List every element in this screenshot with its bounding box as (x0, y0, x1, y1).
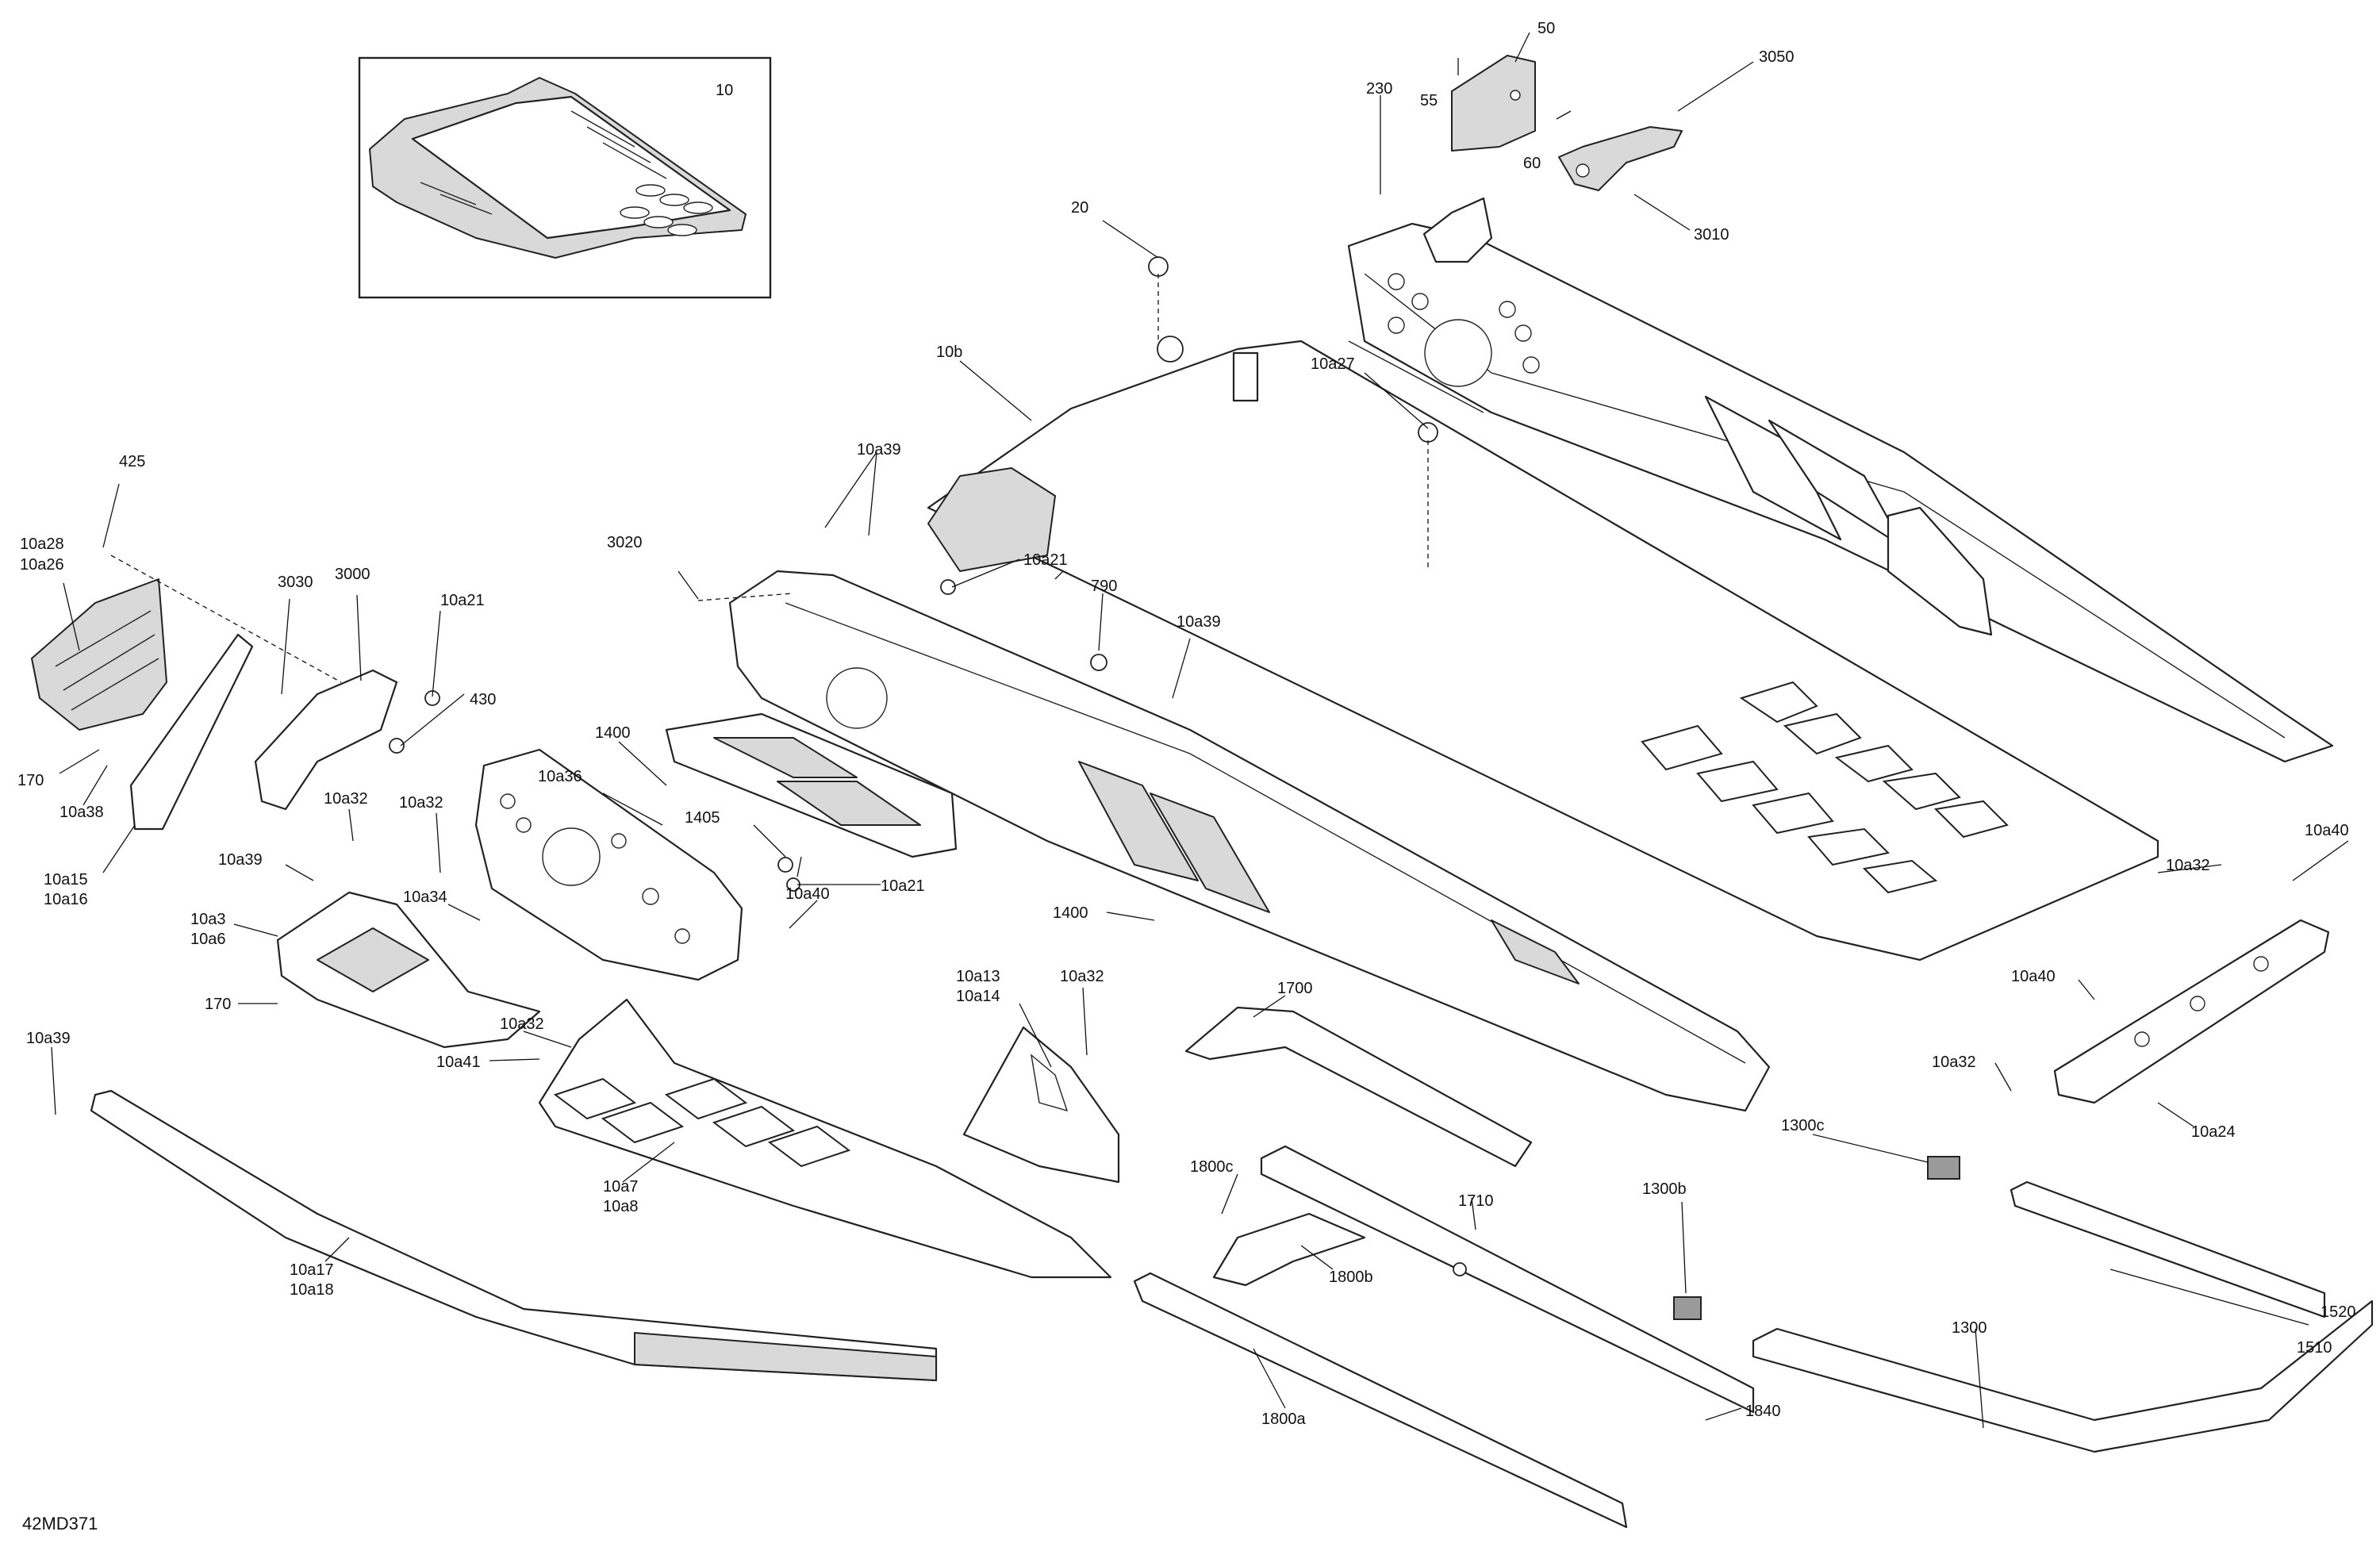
callout-10a24: 10a24 (2191, 1123, 2236, 1141)
upper-mount-bracket (1422, 197, 1493, 263)
callout-1300b: 1300b (1642, 1180, 1687, 1198)
gusset-10a13 (962, 1026, 1120, 1184)
callout-10a40-mid: 10a40 (785, 885, 830, 903)
callout-10a32-e: 10a32 (2166, 857, 2210, 874)
callout-10a41: 10a41 (436, 1054, 481, 1071)
callout-10a21-left: 10a21 (440, 592, 485, 609)
callout-55: 55 (1420, 92, 1438, 109)
callout-10a32-d: 10a32 (500, 1015, 544, 1033)
inset-cutouts (620, 184, 713, 236)
rail-1800a (1133, 1272, 1628, 1529)
callout-10a28: 10a28 (20, 535, 64, 553)
callout-1840: 1840 (1745, 1403, 1781, 1420)
callout-1400-a: 1400 (595, 724, 631, 742)
callout-10a6: 10a6 (190, 931, 226, 948)
callout-3010: 3010 (1694, 226, 1729, 244)
callout-425: 425 (119, 453, 145, 470)
callout-1800c: 1800c (1190, 1158, 1234, 1176)
callout-230: 230 (1366, 80, 1392, 98)
callout-1400-b: 1400 (1053, 904, 1088, 922)
callout-10a38: 10a38 (60, 804, 104, 821)
callout-1300: 1300 (1952, 1319, 1987, 1337)
callout-10a15: 10a15 (44, 871, 88, 889)
callout-430: 430 (470, 691, 496, 708)
bracket-10a28 (31, 578, 167, 731)
tunnel-right-side-upper (1347, 222, 2334, 763)
callout-10a3: 10a3 (190, 911, 226, 928)
callout-10a32-c: 10a32 (1060, 968, 1104, 985)
tunnel-top-panel (927, 336, 2159, 961)
bracket-1800b (1212, 1212, 1366, 1287)
shield-50 (1451, 55, 1536, 152)
callout-10a32-b: 10a32 (399, 794, 443, 812)
slider-1300b (1673, 1296, 1702, 1320)
runner-10a17 (90, 1089, 938, 1382)
callout-1710: 1710 (1458, 1192, 1494, 1210)
callout-1800b: 1800b (1329, 1269, 1373, 1286)
callout-3050: 3050 (1759, 48, 1795, 66)
callout-170-left: 170 (17, 772, 44, 789)
callout-10a21-top: 10a21 (1023, 551, 1068, 569)
callout-10a13: 10a13 (956, 968, 1000, 985)
callout-10a34: 10a34 (403, 889, 447, 906)
callout-10a39-bottom: 10a39 (26, 1030, 71, 1047)
callout-10b: 10b (936, 344, 962, 361)
callout-10a17: 10a17 (290, 1261, 334, 1279)
callout-10a16: 10a16 (44, 891, 88, 908)
crossmember-panel (665, 712, 958, 858)
callout-50: 50 (1537, 20, 1555, 37)
callout-1300c: 1300c (1781, 1117, 1825, 1134)
callout-10a40-right: 10a40 (2305, 822, 2349, 839)
callout-10a36: 10a36 (538, 768, 582, 785)
inset-label: 10 (716, 82, 733, 99)
callout-20: 20 (1071, 199, 1088, 217)
callout-1700: 1700 (1277, 980, 1313, 997)
bracket-10a3 (276, 891, 541, 1049)
callout-10a26: 10a26 (20, 556, 64, 574)
callout-1510: 1510 (2297, 1339, 2332, 1357)
tunnel-top-cutouts (1641, 681, 2009, 894)
callout-10a39-top: 10a39 (857, 441, 901, 459)
bumper-10a24 (2053, 919, 2330, 1104)
bracket-3010 (1558, 126, 1683, 191)
callout-170-mid: 170 (205, 996, 231, 1013)
bracket-3000 (254, 669, 398, 811)
leader-lines (51, 32, 2349, 1429)
callout-10a39-left: 10a39 (218, 851, 263, 869)
callout-60: 60 (1523, 155, 1541, 172)
bracket-10a15 (129, 633, 254, 831)
callout-3030: 3030 (278, 574, 313, 591)
callout-1405: 1405 (685, 809, 720, 827)
callout-790: 790 (1091, 578, 1117, 595)
callout-1800a: 1800a (1261, 1411, 1306, 1428)
callout-10a32-a: 10a32 (324, 790, 368, 808)
callout-10a7: 10a7 (603, 1178, 639, 1196)
callout-10a14: 10a14 (956, 988, 1000, 1005)
callout-10a21-mid: 10a21 (881, 877, 925, 895)
callout-3000: 3000 (335, 566, 370, 583)
rail-1700 (1184, 1006, 1533, 1168)
rail-1800b (1260, 1145, 1755, 1414)
callout-10a39-mid: 10a39 (1177, 613, 1221, 631)
side-plate-10a36 (474, 748, 743, 981)
callout-10a40-r2: 10a40 (2011, 968, 2056, 985)
inset-assembly-view: 10 (358, 56, 772, 299)
callout-3020: 3020 (607, 534, 643, 551)
diagram-code: 42MD371 (22, 1514, 98, 1533)
callout-1520: 1520 (2320, 1303, 2356, 1321)
tunnel-left-side (728, 570, 1771, 1112)
callout-10a32-f: 10a32 (1932, 1054, 1976, 1071)
callout-labels: 50 55 60 230 3050 3010 20 10b 10a27 10a3… (17, 20, 2356, 1428)
runner-1300 (1752, 1180, 2374, 1453)
callout-10a18: 10a18 (290, 1281, 334, 1299)
slider-1300c (1927, 1156, 1960, 1180)
skid-plate-10a7 (538, 998, 1112, 1279)
callout-10a8: 10a8 (603, 1198, 639, 1215)
callout-10a27: 10a27 (1311, 355, 1355, 373)
